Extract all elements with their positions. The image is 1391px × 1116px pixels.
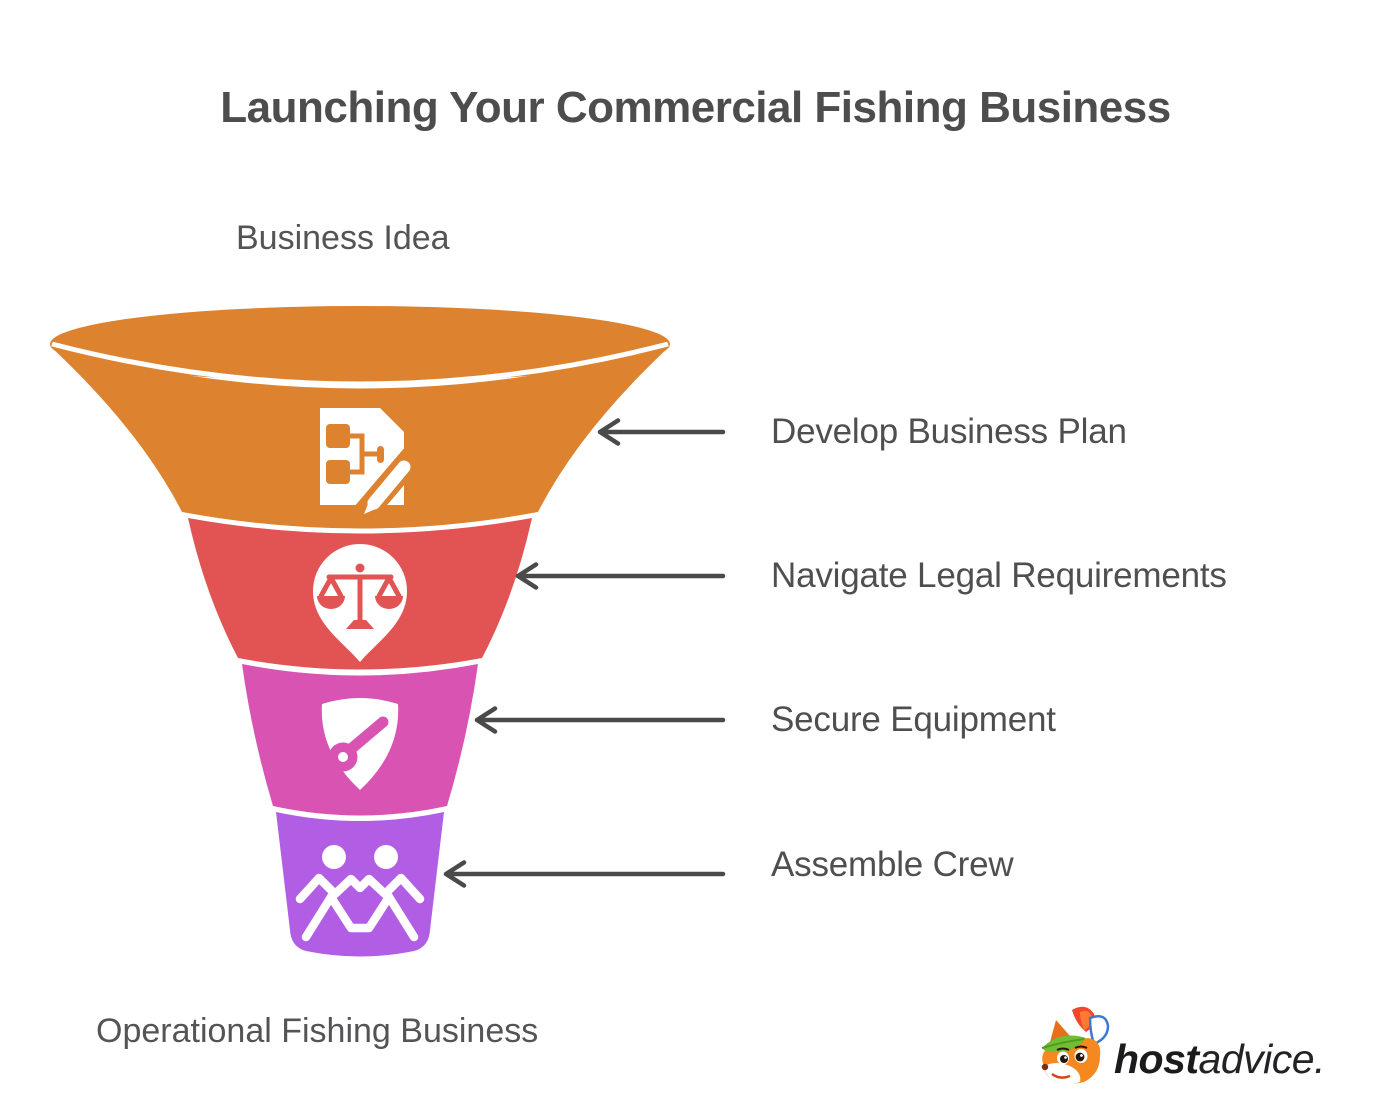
stage-label-secure-equipment: Secure Equipment [771,700,1056,739]
stage-label-develop-business-plan: Develop Business Plan [771,412,1127,451]
hostadvice-fox-icon [1041,1006,1110,1085]
funnel-stage-assemble-crew [276,812,444,957]
pencil-icon [367,460,411,510]
funnel-stage-navigate-legal-requirements [188,518,532,670]
logo-text-host: host [1114,1036,1199,1082]
page-title: Launching Your Commercial Fishing Busine… [220,83,1171,132]
arrow-assemble-crew [443,860,726,888]
funnel-stage-develop-business-plan [50,306,670,529]
arrow-secure-equipment [474,706,726,734]
funnel-mouth-rim-line [51,341,669,387]
pencil-tip [364,499,378,514]
business-plan-document-icon [320,408,426,528]
logo-text-advice: advice. [1198,1036,1326,1082]
shield-key-icon [321,698,399,790]
funnel-input-label: Business Idea [236,219,450,257]
stage-label-navigate-legal-requirements: Navigate Legal Requirements [771,556,1227,595]
arrow-navigate-legal-requirements [515,562,726,590]
hostadvice-logo-text: hostadvice. [1114,1036,1325,1083]
funnel-output-label: Operational Fishing Business [96,1012,539,1050]
funnel-mouth-ellipse [50,306,670,382]
stage-label-assemble-crew: Assemble Crew [771,845,1014,884]
funnel-stage-secure-equipment [242,664,478,816]
crew-people-icon [295,845,425,942]
legal-scales-pin-icon [313,544,407,662]
arrow-develop-business-plan [597,418,726,446]
